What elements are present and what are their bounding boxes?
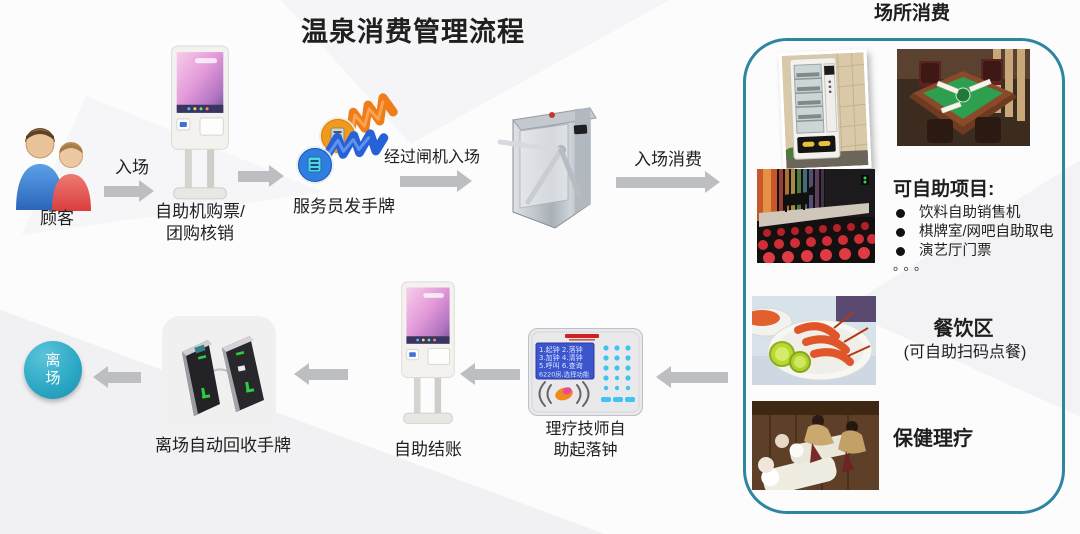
bullet-icon [896,228,905,237]
ticket-kiosk-image [171,45,229,200]
svg-text:5.呼叫 6.查询: 5.呼叫 6.查询 [539,361,583,370]
ticket-kiosk-label: 自助机购票/ 团购核销 [155,202,245,243]
gate-arrow-label: 经过闸机入场 [383,149,480,166]
theater-photo [757,169,875,263]
turnstile-image [497,107,597,229]
exit-gate-photo [162,316,276,430]
page-title: 温泉消费管理流程 [301,17,525,47]
arrow-left-icon [656,366,728,388]
exit-char: 离 [45,352,61,369]
ellipsis-more: 。。。 [893,258,932,273]
arrow-right-icon [616,171,720,193]
exit-char: 场 [45,370,61,387]
consume-arrow-label: 入场消费 [634,150,702,169]
venue-panel-header: 场所消费 [873,3,950,24]
arrow-right-icon [104,180,154,202]
wristbands-image [296,93,398,184]
vending-machine-photo [778,49,872,172]
arrow-right-icon [238,165,284,187]
arrow-left-icon [294,363,348,385]
bullet-icon [896,209,905,218]
self-service-list: 饮料自助销售机 棋牌室/网吧自助取电 演艺厅门票 [892,204,1072,261]
checkout-label: 自助结账 [394,440,462,459]
enter-arrow-label: 入场 [115,158,149,177]
dining-subtitle: (可自助扫码点餐) [903,344,1027,361]
svg-text:3.加钟 4.清钟: 3.加钟 4.清钟 [539,353,583,362]
svg-text:6220房,选择功能: 6220房,选择功能 [539,370,590,379]
therapy-clock-label: 理疗技师自 助起落钟 [545,421,626,459]
checkout-kiosk-image [401,281,455,424]
list-item: 饮料自助销售机 [892,204,1072,223]
dining-photo [752,296,876,385]
mahjong-room-photo [897,49,1030,146]
exit-terminator: 离 场 [24,341,82,399]
svg-text:1.起钟 2.落钟: 1.起钟 2.落钟 [539,345,583,354]
arrow-right-icon [400,170,472,192]
wristband-label: 服务员发手牌 [293,197,395,216]
massage-label: 保健理疗 [893,428,973,450]
customers-label: 顾客 [40,209,74,228]
list-item: 棋牌室/网吧自助取电 [892,223,1072,242]
self-service-title: 可自助项目: [893,179,995,200]
customers-icon [16,127,91,211]
arrow-left-icon [93,366,141,388]
dining-title: 餐饮区 [933,318,994,340]
therapy-clock-device-image: 1.起钟 2.落钟 3.加钟 4.清钟 5.呼叫 6.查询 6220房,选择功能 [528,328,643,416]
bullet-icon [896,247,905,256]
exit-gate-label: 离场自动回收手牌 [155,436,291,455]
massage-photo [752,401,879,490]
